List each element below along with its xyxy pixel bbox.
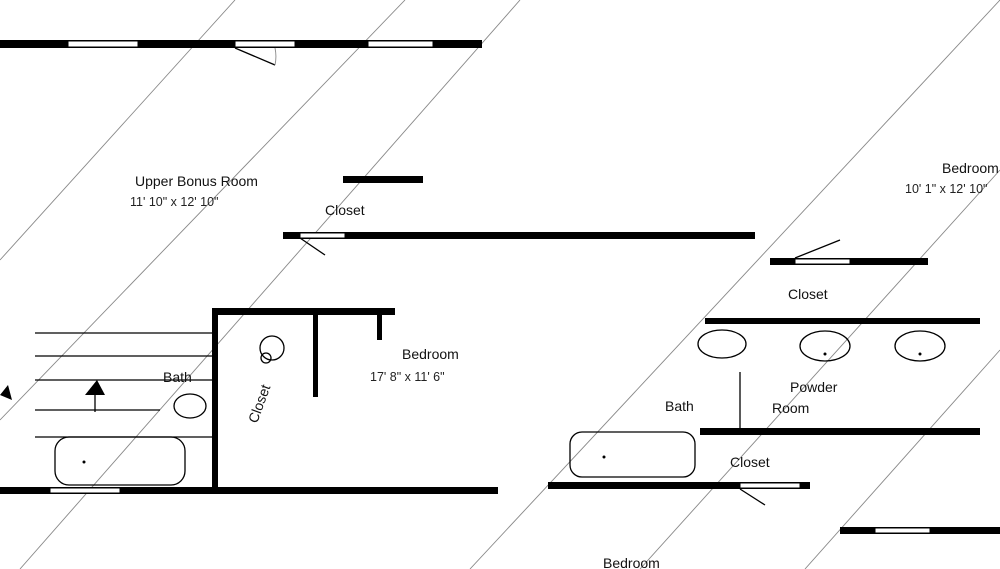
room-dims-bedroom-center: 17' 8" x 11' 6" xyxy=(370,370,445,384)
room-label-bedroom-center: Bedroom xyxy=(402,346,459,362)
room-label-closet-vertical: Closet xyxy=(245,382,274,425)
room-label-powder-room-line2: Room xyxy=(772,400,809,416)
door-top xyxy=(234,47,277,66)
room-label-upper-bonus-room: Upper Bonus Room xyxy=(135,173,258,189)
bath-right-fixtures xyxy=(569,329,946,478)
stair-arrows xyxy=(0,380,105,412)
room-dims-bedroom-right: 10' 1" x 12' 10" xyxy=(905,182,987,196)
room-label-closet-right: Closet xyxy=(788,286,828,302)
room-label-bedroom-right: Bedroom xyxy=(942,160,999,176)
top-wall xyxy=(0,40,482,48)
room-label-bath-left: Bath xyxy=(163,369,192,385)
room-label-bedroom-bottom: Bedroom xyxy=(603,555,660,569)
room-label-powder-room-line1: Powder xyxy=(790,379,838,395)
closet-top-walls xyxy=(283,176,755,256)
room-label-closet-bottom: Closet xyxy=(730,454,770,470)
bottom-wall xyxy=(0,482,810,494)
room-label-closet-top: Closet xyxy=(325,202,365,218)
room-label-bath-right: Bath xyxy=(665,398,694,414)
center-bedroom-walls xyxy=(212,308,395,493)
room-dims-upper-bonus-room: 11' 10" x 12' 10" xyxy=(130,195,218,209)
bath-left-walls xyxy=(35,332,285,486)
closet-right-walls xyxy=(705,239,980,324)
closet-bottom-walls xyxy=(700,428,1000,534)
